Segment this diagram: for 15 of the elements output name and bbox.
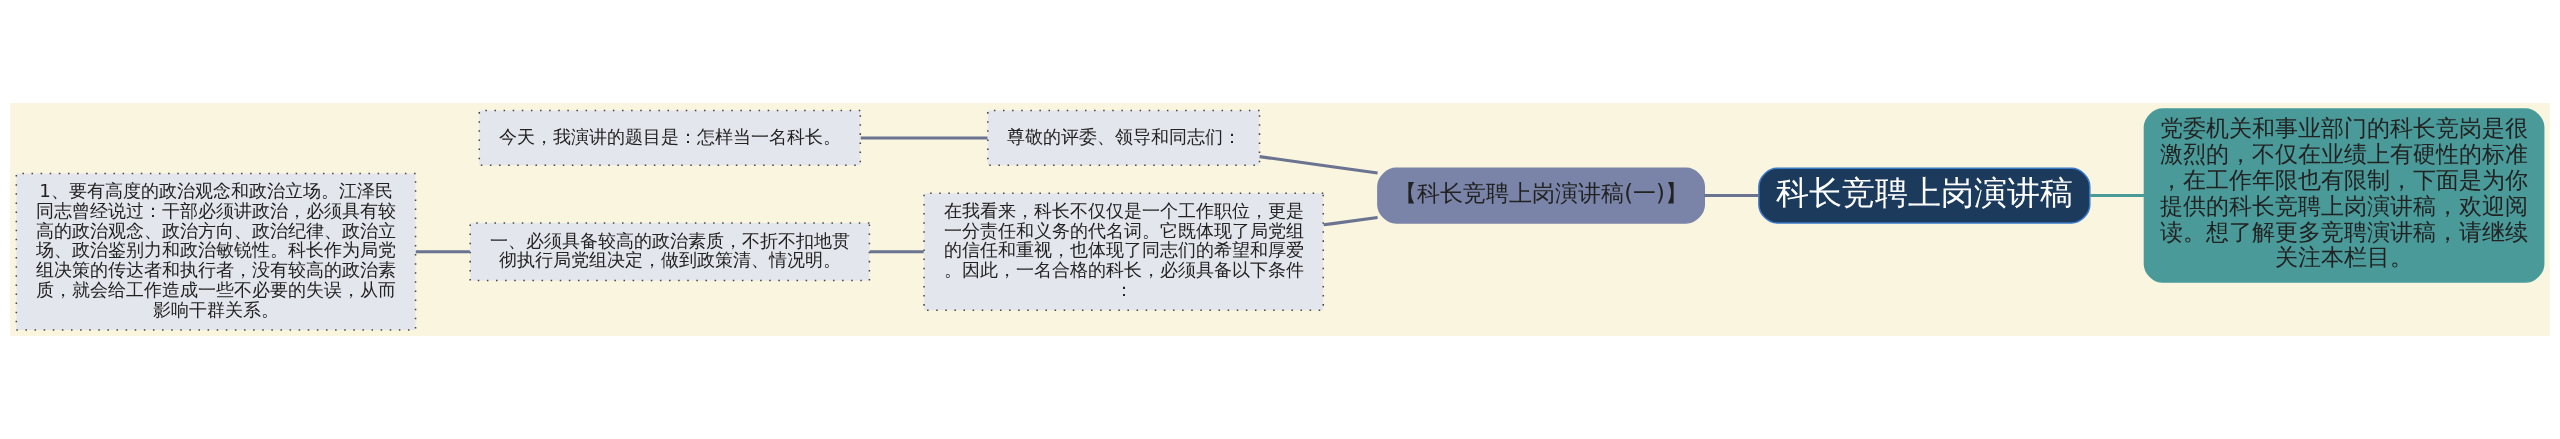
node-box: 在我看来，科长不仅仅是一个工作职位，更是一分责任和义务的代名词。它既体现了局党组的信任和重视，也体现了同志们的希望和厚爱。因此，一名合格的科长，必须具备以下条件： — [923, 192, 1324, 311]
node-box: 党委机关和事业部门的科长竞岗是很激烈的，不仅在业绩上有硬性的标准，在工作年限也有限制，下面是为你提供的科长竞聘上岗演讲稿，欢迎阅读。想了解更多竞聘演讲稿，请继续关注本栏目。 — [2143, 108, 2545, 283]
node-box: 1、要有高度的政治观念和政治立场。江泽民同志曾经说过：干部必须讲政治，必须具有较高的政治观念、政治方向、政治纪律、政治立场、政治鉴别力和政治敏锐性。科长作为局党组决策的传达者和执行者，没有较高的政治素质，就会给工作造成一些不必要的失误，从而影响干群关系。 — [15, 172, 417, 331]
connector — [415, 250, 470, 254]
node-box: 今天，我演讲的题目是：怎样当一名科长。 — [478, 109, 862, 166]
node-box: 科长竞聘上岗演讲稿 — [1758, 167, 2091, 224]
node-box: 尊敬的评委、领导和同志们： — [987, 109, 1261, 166]
connector — [1704, 194, 1759, 198]
connector — [869, 250, 924, 254]
node-box: 【科长竞聘上岗演讲稿(一)】 — [1377, 167, 1705, 224]
connector — [1323, 216, 1378, 227]
connector — [860, 136, 988, 140]
connector — [2090, 194, 2144, 198]
node-box: 一、必须具备较高的政治素质，不折不扣地贯彻执行局党组决定，做到政策清、情况明。 — [469, 222, 871, 282]
connector — [1259, 155, 1378, 175]
